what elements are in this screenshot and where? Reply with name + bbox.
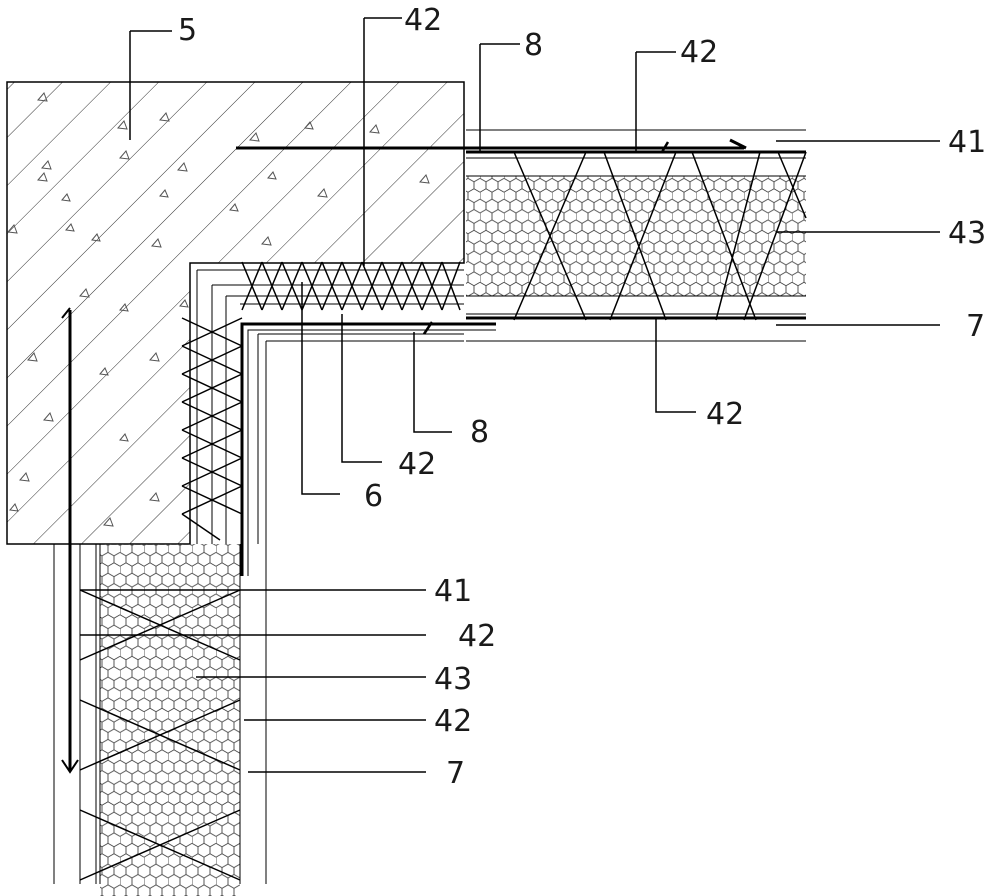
label-42-top: 42	[404, 3, 442, 38]
l-shaped-connector-bar	[240, 321, 496, 576]
label-6: 6	[364, 479, 383, 514]
corner-mesh-horizontal	[241, 261, 461, 311]
corner-filler-layers	[190, 262, 464, 544]
concrete-structure	[6, 81, 465, 545]
label-42-left-b: 42	[434, 704, 472, 739]
corner-mesh-vertical	[181, 317, 243, 541]
label-42-right-below: 42	[706, 397, 744, 432]
label-5: 5	[178, 13, 197, 48]
label-8-mid: 8	[470, 415, 489, 450]
vertical-insulation-panel	[53, 307, 267, 896]
label-41-right: 41	[948, 125, 986, 160]
label-42-mid: 42	[398, 447, 436, 482]
label-41-left: 41	[434, 574, 472, 609]
label-42-top-right: 42	[680, 35, 718, 70]
label-7-left: 7	[446, 756, 465, 791]
label-8-top: 8	[524, 28, 543, 63]
label-43-right: 43	[948, 216, 986, 251]
label-43-left: 43	[434, 662, 472, 697]
leader-lines	[80, 17, 940, 773]
label-42-left-a: 42	[458, 619, 496, 654]
callout-labels: 5 42 8 42 41 43 7 42 8 42 6 41 42 43 42 …	[178, 3, 986, 791]
label-7-right: 7	[966, 309, 985, 344]
